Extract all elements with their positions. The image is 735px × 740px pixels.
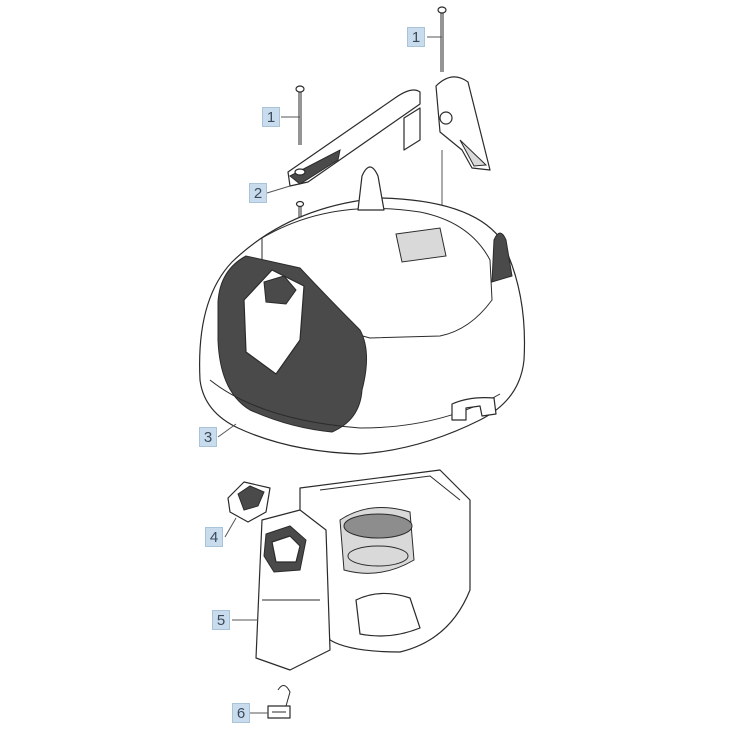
- callout-1-top: 1: [407, 27, 425, 47]
- motor-cover: [199, 166, 526, 455]
- leader-lines: [217, 36, 442, 714]
- motor-housing: [255, 469, 471, 671]
- switch-rocker: [227, 481, 271, 523]
- callout-1-left: 1: [262, 107, 280, 127]
- callout-3: 3: [199, 427, 217, 447]
- callout-2: 2: [249, 183, 267, 203]
- screw-short: [295, 85, 305, 145]
- callout-4: 4: [205, 527, 223, 547]
- callout-5: 5: [212, 610, 230, 630]
- handle: [287, 76, 491, 187]
- screw-long: [437, 6, 447, 72]
- bracket-clip: [267, 685, 291, 719]
- callout-6: 6: [232, 703, 250, 723]
